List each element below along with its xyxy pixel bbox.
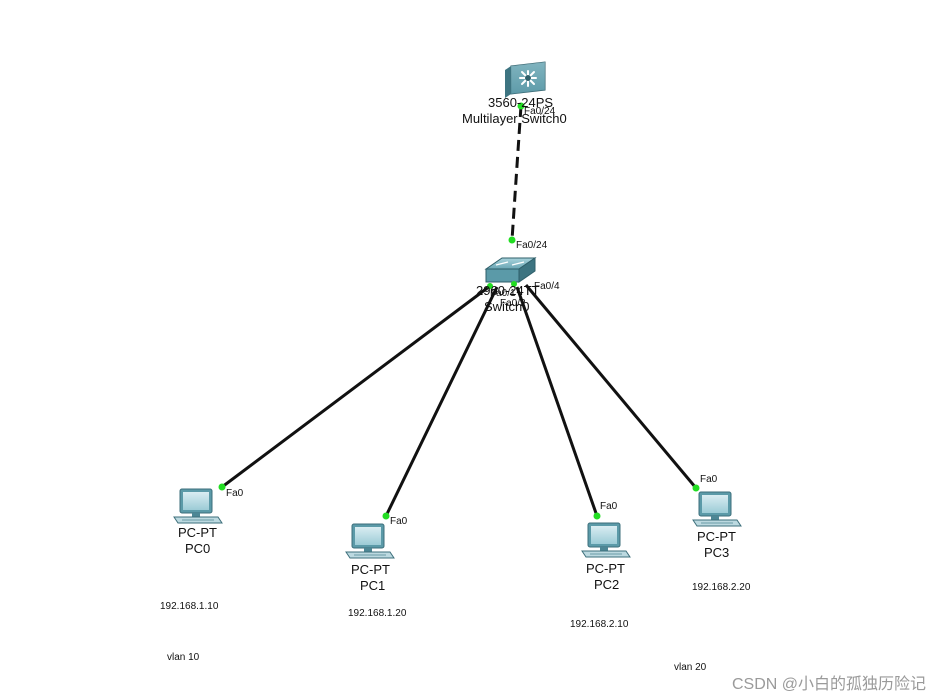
pc1-name-label: PC1 [360,578,386,593]
watermark: CSDN @小白的孤独历险记 [731,676,926,693]
vlan20-note: vlan 20 [674,662,707,673]
mls-model-label: 3560-24PS [488,95,554,110]
switch-uplink-port-label: Fa0/24 [516,240,548,251]
pc1-type-label: PC-PT [351,562,390,577]
pc3-port-label: Fa0 [700,474,718,485]
trunk-link[interactable] [510,105,523,241]
pc1-icon[interactable] [345,523,395,559]
pc1-port-label: Fa0 [390,516,408,527]
pc0-name-label: PC0 [185,541,211,556]
link-pc1[interactable] [384,286,499,517]
pc0-type-label: PC-PT [178,525,217,540]
pc2-name-label: PC2 [594,577,620,592]
pc2-ip-note: 192.168.2.10 [570,619,629,630]
link-pc3[interactable] [524,284,698,489]
pc3-ip-note: 192.168.2.20 [692,582,751,593]
pc0-port-label: Fa0 [226,488,244,499]
vlan10-note: vlan 10 [167,652,200,663]
pc2-port-label: Fa0 [600,501,618,512]
port-status-lights [218,102,700,520]
switch-model-label: 2960-24TT [476,283,540,298]
switch-port-fa02-label: Fa0/2 [500,298,526,309]
pc1-ip-note: 192.168.1.20 [348,608,407,619]
pc2-icon[interactable] [581,522,631,558]
link-pc0[interactable] [221,284,491,489]
pc0-icon[interactable] [173,488,223,524]
multilayer-switch-icon[interactable] [505,61,546,98]
pc3-type-label: PC-PT [697,529,736,544]
mls-name-label: Multilayer Switch0 [462,111,567,126]
switch-port-fa01-label: Fa0/1 [490,288,516,299]
connections [221,105,698,517]
pc3-name-label: PC3 [704,545,730,560]
switch-port-fa04-label: Fa0/4 [534,281,560,292]
pc3-icon[interactable] [692,491,742,527]
pc2-type-label: PC-PT [586,561,625,576]
switch-name-label: Switch0 [484,299,530,314]
pc0-ip-note: 192.168.1.10 [160,601,219,612]
mls-port-label: Fa0/24 [524,106,556,117]
switch-icon[interactable] [484,257,537,283]
link-pc2[interactable] [515,286,599,517]
